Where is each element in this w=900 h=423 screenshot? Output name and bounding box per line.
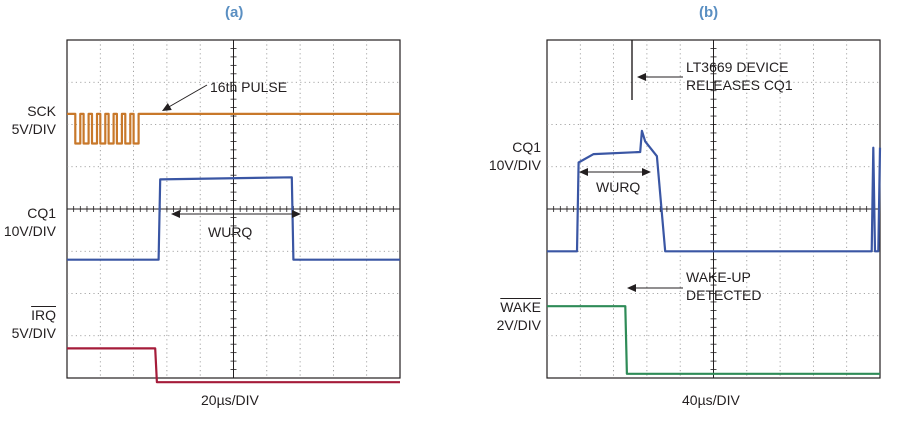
arrowhead-16th-pulse [162,103,172,111]
cq1-scale-label: 10V/DIV [3,223,56,239]
annot-wurq-a: WURQ [208,224,253,240]
cq1b-channel-label: CQ1 [512,139,541,155]
arrowhead-release [637,73,646,81]
wurq-b-arrow-left [579,168,588,176]
irq-channel-label: IRQ [31,307,56,323]
sck-label-block: SCK 5V/DIV [2,102,56,138]
arrowhead-wakeup [627,284,636,292]
annot-lt3669-line1: LT3669 DEVICE [686,59,789,75]
panel-a-title: (a) [225,4,244,21]
trace-irq [67,347,400,384]
annot-16th-pulse: 16th PULSE [210,79,288,95]
time-base-b: 40µs/DIV [682,392,740,408]
irq-scale-label: 5V/DIV [11,325,56,341]
annot-lt3669-block: LT3669 DEVICE RELEASES CQ1 [686,58,793,94]
annot-wakeup-line2: DETECTED [686,287,762,303]
annot-wakeup-line1: WAKE-UP [686,269,751,285]
scope-b-plot [546,39,882,379]
trace-cq1 [67,176,400,261]
cq1-label-block: CQ1 10V/DIV [2,204,56,240]
wurq-b-arrow-right [642,168,651,176]
time-base-a: 20µs/DIV [201,392,259,408]
wake-label-block: WAKE 2V/DIV [466,298,541,334]
trace-sck [67,112,400,145]
sck-channel-label: SCK [27,103,56,119]
scope-a-plot [66,39,401,384]
cq1b-scale-label: 10V/DIV [488,157,541,173]
annot-wurq-b: WURQ [596,179,641,195]
wake-channel-label: WAKE [500,299,541,315]
wurq-a-arrow-right [292,210,301,218]
cq1-channel-label: CQ1 [27,205,56,221]
wurq-a-arrow-left [171,210,180,218]
sck-scale-label: 5V/DIV [11,121,56,137]
trace-wake [547,305,880,375]
annot-wakeup-block: WAKE-UP DETECTED [686,268,761,304]
irq-label-block: IRQ 5V/DIV [2,306,56,342]
panel-b-title: (b) [699,4,719,21]
leader-16th-pulse [166,84,208,109]
cq1b-label-block: CQ1 10V/DIV [466,138,541,174]
trace-cq1b [547,129,882,253]
annot-lt3669-line2: RELEASES CQ1 [686,77,793,93]
wake-scale-label: 2V/DIV [496,317,541,333]
